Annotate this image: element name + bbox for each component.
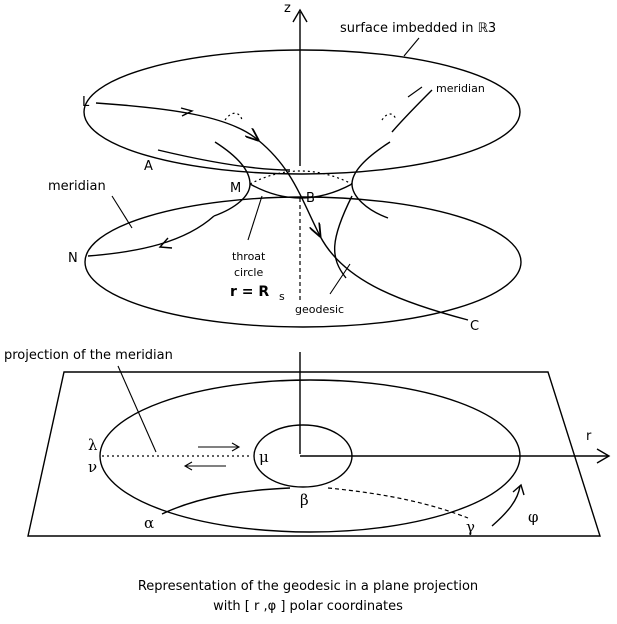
geodesic-pointer (329, 263, 351, 295)
double-arrows (183, 442, 241, 471)
projected-geodesic (161, 487, 469, 519)
projection-pointer (117, 365, 157, 453)
caption-line-1: Representation of the geodesic in a plan… (138, 579, 478, 594)
caption-line-2: with [ r ,φ ] polar coordinates (213, 599, 403, 614)
z-axis-label: z (284, 1, 291, 16)
geodesic-branch (157, 149, 291, 171)
point-M: M (230, 181, 241, 196)
throat-label-3: r = R (230, 284, 269, 300)
alpha-label: α (144, 514, 154, 532)
lambda-label: λ (88, 436, 98, 454)
phi-arrow (491, 483, 525, 527)
projection-label: projection of the meridian (4, 348, 173, 363)
throat-pointer (247, 195, 263, 241)
z-axis (292, 8, 308, 166)
meridian-left-label: meridian (48, 179, 106, 194)
beta-label: β (300, 491, 309, 509)
throat-label-2: circle (234, 266, 263, 279)
r-axis (300, 448, 611, 464)
gamma-label: γ (466, 518, 475, 536)
lower-meridian (87, 195, 215, 257)
nu-label: ν (88, 458, 97, 476)
mu-label: μ (259, 448, 269, 466)
geodesic-curve (95, 102, 469, 321)
projection-plane (27, 371, 601, 537)
surface-label: surface imbedded in ℝ3 (340, 21, 496, 36)
throat-circle (249, 170, 353, 199)
surface-pointer (403, 37, 420, 57)
meridian-top-label: meridian (436, 82, 485, 95)
point-C: C (470, 319, 479, 334)
point-L: L (82, 95, 90, 110)
geodesic-side (334, 195, 353, 279)
point-B: B (306, 191, 315, 206)
throat-label-1: throat (232, 250, 266, 263)
throat-sub: s (279, 290, 285, 303)
point-A: A (144, 159, 153, 174)
top-meridian (391, 86, 433, 133)
top-rim-ellipse (83, 49, 521, 175)
r-axis-label: r (586, 429, 592, 444)
point-N: N (68, 251, 78, 266)
phi-label: φ (528, 508, 539, 526)
geodesic-label: geodesic (295, 303, 344, 316)
